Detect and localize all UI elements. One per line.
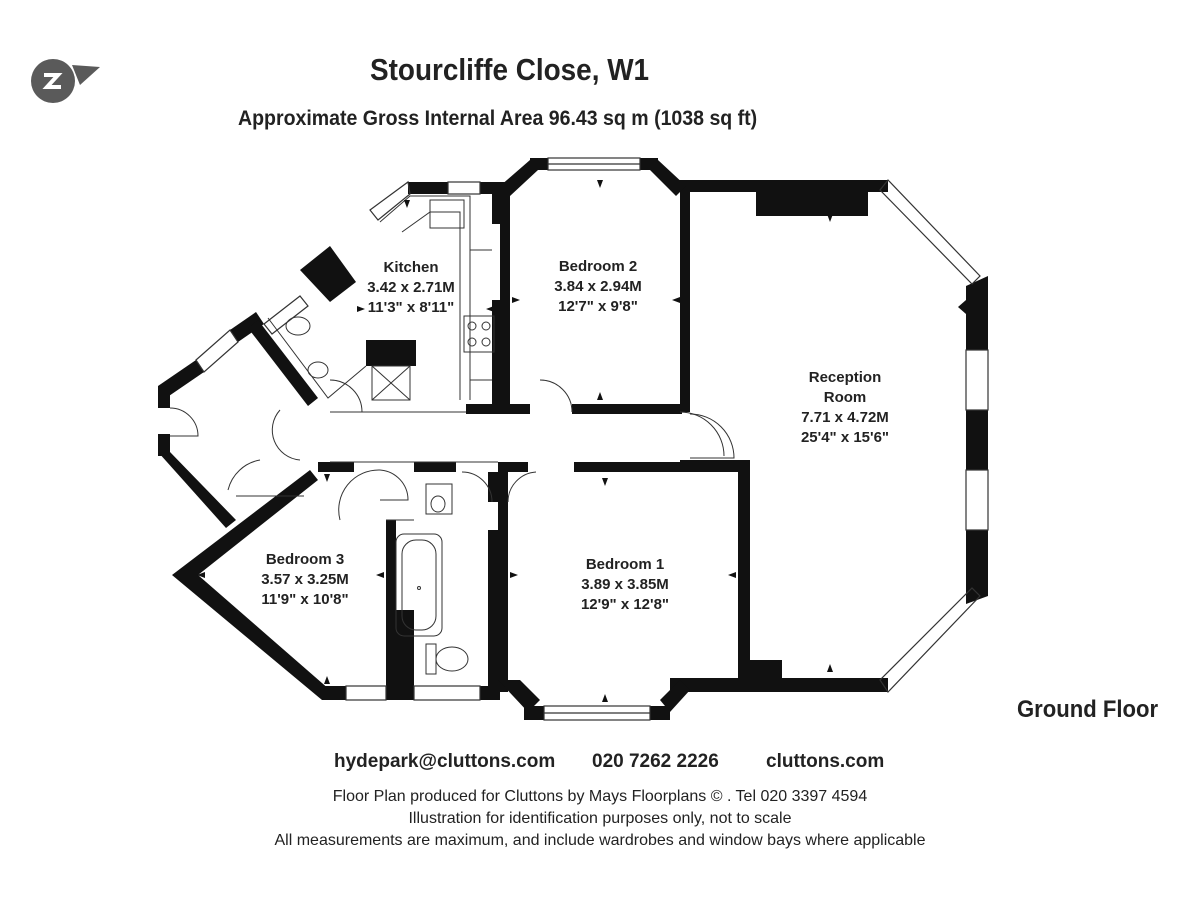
reception-top-wall [670, 180, 888, 192]
reception-bottom-cabinet [740, 660, 782, 680]
contact-phone: 020 7262 2226 [592, 751, 719, 772]
room-metric: 3.84 x 2.94M [554, 278, 642, 295]
room-name: Reception [808, 369, 882, 386]
footer-credit: Floor Plan produced for Cluttons by Mays… [332, 788, 868, 805]
bed2-left-wall [500, 190, 510, 410]
bed1-top-wall [498, 462, 528, 472]
bath-top-wall [414, 462, 456, 472]
reception-left-wall [738, 462, 750, 678]
room-imperial: 12'9" x 12'8" [580, 596, 670, 613]
bed2-bottom-wall [572, 404, 682, 414]
kitchen-right-wall [492, 194, 502, 224]
room-name-line2: Room [823, 389, 867, 406]
wc-wall-a [230, 312, 264, 342]
room-imperial: 25'4" x 15'6" [800, 429, 890, 446]
entrance-wall-left-lower [158, 434, 170, 456]
contact-email: hydepark@cluttons.com [334, 751, 556, 772]
room-imperial: 11'9" x 10'8" [261, 591, 349, 608]
bed3-top-wall [318, 462, 354, 472]
room-metric: 3.57 x 3.25M [261, 571, 349, 588]
room-name: Bedroom 2 [558, 258, 638, 275]
room-imperial: 12'7" x 9'8" [558, 298, 638, 315]
north-compass-icon [31, 59, 100, 103]
room-name: Bedroom 3 [265, 551, 345, 568]
plan-title: Stourcliffe Close, W1 [370, 52, 650, 87]
room-name: Bedroom 1 [585, 556, 665, 573]
reception-top-cabinet [756, 192, 868, 216]
bed2-top-wall-left [530, 158, 548, 170]
bed2-top-right-wall [650, 160, 686, 196]
bath-bottom-wall [480, 686, 500, 700]
room-imperial: 11'3" x 8'11" [367, 299, 455, 316]
room-metric: 3.89 x 3.85M [581, 576, 669, 593]
footer-measurements-note: All measurements are maximum, and includ… [274, 832, 926, 849]
bed1-top-wall-right [574, 462, 740, 472]
floor-label: Ground Floor [1017, 696, 1159, 723]
bed3-right-wall [386, 520, 396, 610]
bed1-bottom-right [660, 680, 690, 712]
kitchen-top-wall [408, 182, 448, 194]
bath-right-wall-lower [488, 530, 498, 690]
gross-internal-area: Approximate Gross Internal Area 96.43 sq… [238, 107, 758, 130]
room-metric: 7.71 x 4.72M [801, 409, 889, 426]
bed1-bottom-wall-left [524, 706, 544, 720]
bed3-bottom-wall [322, 686, 346, 700]
footer-disclaimer: Illustration for identification purposes… [408, 810, 792, 827]
room-label-bedroom-1: Bedroom 1 3.89 x 3.85M 12'9" x 12'8" [581, 555, 669, 615]
reception-right-wall-mid [966, 410, 988, 470]
room-label-reception: Reception Room 7.71 x 4.72M 25'4" x 15'6… [801, 368, 889, 448]
reception-right-wall-upper [966, 276, 988, 350]
room-label-bedroom-2: Bedroom 2 3.84 x 2.94M 12'7" x 9'8" [554, 257, 642, 317]
entrance-wall-bottom [158, 452, 236, 528]
kitchen-cupboard [300, 246, 356, 302]
bed1-bottom-left [498, 680, 540, 712]
contact-website: cluttons.com [766, 751, 885, 772]
reception-bottom-wall [670, 678, 888, 692]
room-label-kitchen: Kitchen 3.42 x 2.71M 11'3" x 8'11" [367, 258, 455, 318]
reception-right-wall-lower [966, 530, 988, 604]
kitchen-top-wall-right [480, 182, 510, 194]
bath-right-wall [488, 472, 498, 502]
bed3-outer-wall [172, 470, 330, 700]
bed1-left-wall [498, 472, 508, 692]
bath-wall-block [386, 610, 414, 700]
kitchen-right-wall-lower [492, 300, 502, 410]
room-name: Kitchen [383, 259, 439, 276]
lobby-wall [248, 320, 318, 406]
shower-wall [366, 340, 416, 366]
entrance-wall-left [158, 386, 170, 408]
bed1-bottom-wall-right [650, 706, 670, 720]
room-metric: 3.42 x 2.71M [367, 279, 455, 296]
reception-hall-divider [680, 192, 690, 412]
room-label-bedroom-3: Bedroom 3 3.57 x 3.25M 11'9" x 10'8" [261, 550, 349, 610]
